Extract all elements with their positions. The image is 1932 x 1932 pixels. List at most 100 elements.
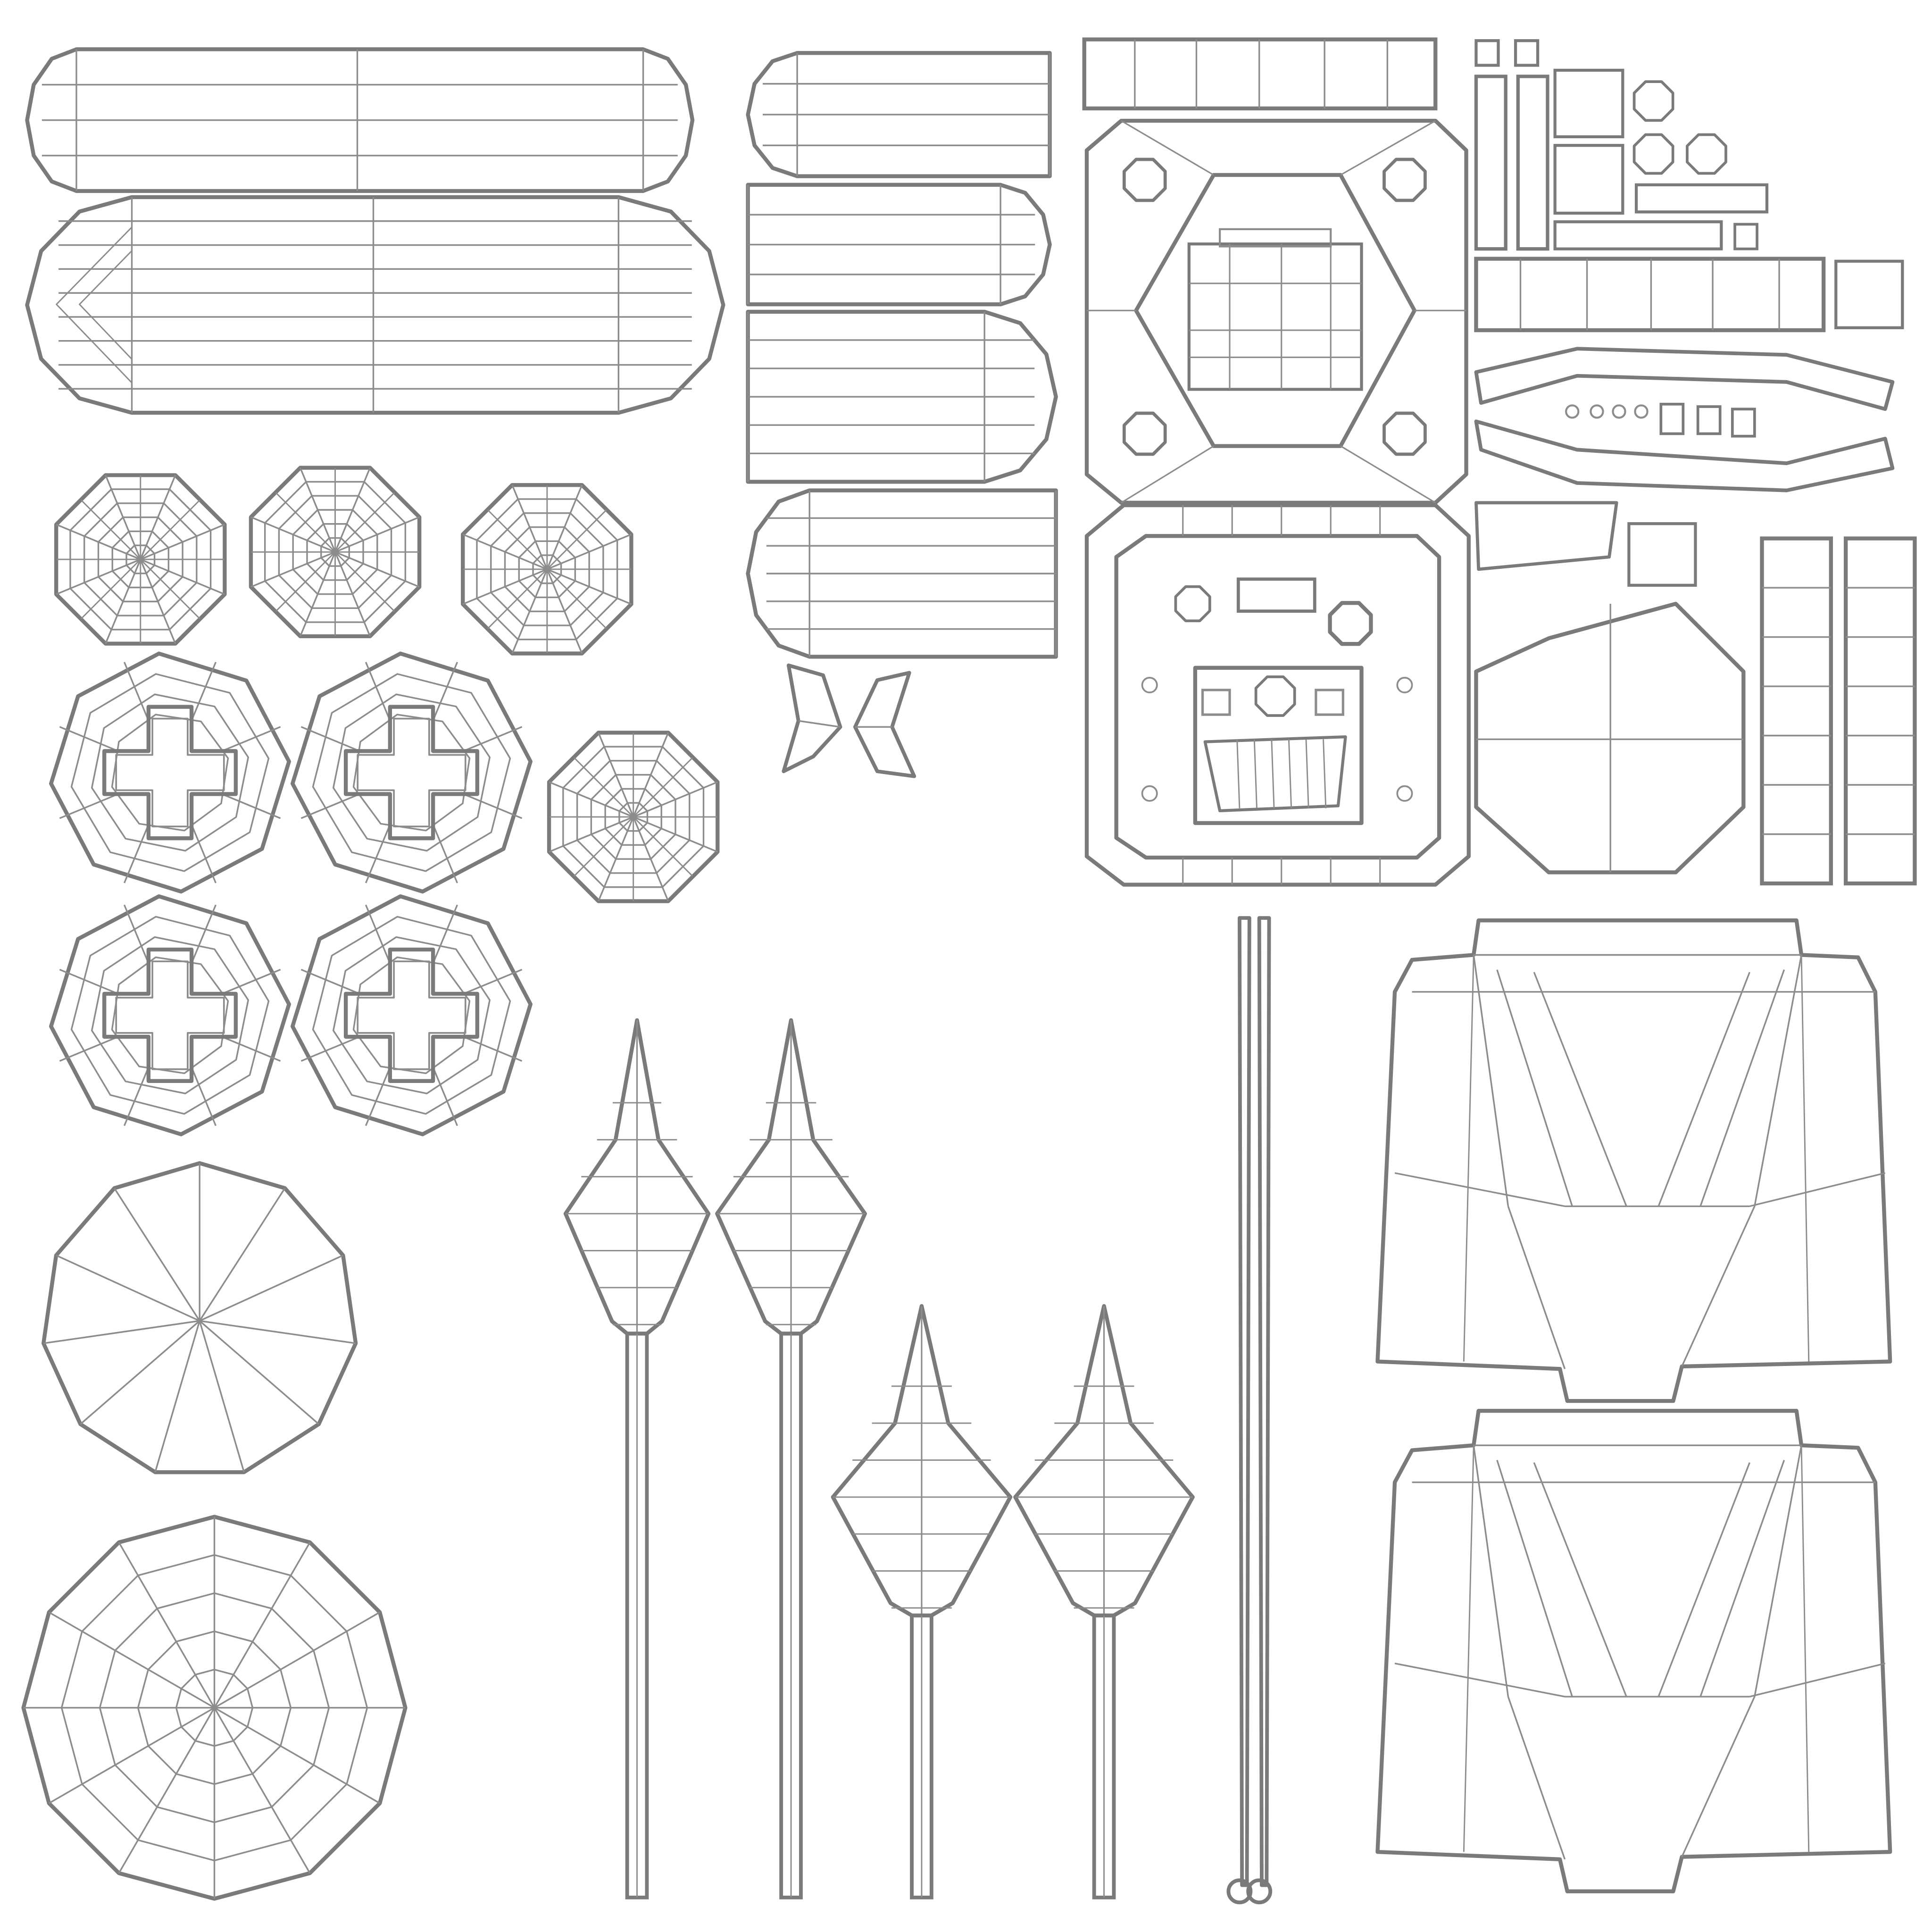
uv-edge [598, 816, 634, 902]
uv-edge [352, 714, 471, 832]
uv-edge [59, 968, 121, 996]
uv-edge [334, 551, 420, 588]
uv-edge [633, 757, 693, 817]
uv-edge [431, 1065, 458, 1126]
uv-edge [431, 904, 458, 966]
uv-edge [59, 792, 121, 819]
uv-edge [1463, 1445, 1474, 1852]
uv-edge [1800, 955, 1810, 1362]
uv-edge [487, 509, 548, 570]
uv-edge [1516, 75, 1549, 251]
uv-edge [431, 822, 458, 883]
uv-edge [250, 551, 336, 588]
uv-edge [1394, 1172, 1565, 1208]
uv-edge [56, 558, 141, 595]
uv-edge [1246, 1878, 1273, 1905]
uv-edge [1187, 242, 1363, 391]
uv-edge [81, 500, 141, 560]
uv-edge [214, 1611, 381, 1709]
uv-edge [1396, 676, 1413, 693]
spear-shell-1 [563, 1018, 711, 1899]
uv-edge [291, 651, 533, 894]
uv-edge [140, 524, 225, 560]
uv-edge [334, 551, 395, 612]
uv-edge [1382, 158, 1427, 202]
uv-edge [105, 475, 142, 560]
uv-edge [1754, 1445, 1802, 1697]
uv-edge [1681, 1206, 1756, 1367]
uv-edge [1474, 501, 1618, 571]
uv-edge [59, 1035, 121, 1062]
uv-edge [343, 947, 480, 1083]
uv-edge [1800, 1445, 1810, 1852]
uv-edge [1632, 133, 1674, 175]
capsule-shell-6 [746, 488, 1058, 659]
rod-shells [1226, 916, 1273, 1905]
uv-edge [546, 569, 583, 654]
spear-shell-4 [1013, 1304, 1195, 1899]
octagon-plus-shell-3 [49, 894, 291, 1136]
uv-edge [219, 726, 281, 753]
uv-edge [1760, 536, 1833, 886]
uv-edge [199, 1188, 286, 1322]
uv-edge [250, 516, 336, 553]
uv-edge [249, 466, 422, 639]
capsule-shell-4 [746, 183, 1052, 307]
decagon-fan-shell-1 [42, 1161, 358, 1474]
uv-edge [219, 968, 281, 996]
uv-edge [190, 1065, 217, 1126]
uv-edge [1121, 120, 1214, 176]
uv-edge [199, 1254, 344, 1322]
uv-edge [1174, 585, 1211, 623]
uv-edge [1288, 739, 1292, 808]
octagon-web-shell-4 [547, 731, 720, 903]
uv-edge [633, 816, 718, 853]
uv-edge [1681, 1696, 1756, 1857]
capsule-shell-1 [25, 47, 695, 193]
uv-edge [1121, 445, 1214, 504]
uv-edge [633, 816, 693, 877]
uv-edge [190, 822, 217, 883]
capsule-shell-3 [746, 51, 1052, 178]
top-strip-shell [1082, 37, 1438, 111]
uv-edge [1271, 739, 1275, 808]
uv-edge [1253, 739, 1257, 808]
uv-edge [140, 558, 225, 595]
uv-edge [214, 1707, 311, 1874]
uv-edge [1565, 404, 1580, 419]
uv-edge [1496, 1459, 1573, 1697]
uv-edge [1507, 1696, 1566, 1860]
uv-edge [123, 1065, 150, 1126]
uv-edge [1084, 503, 1471, 887]
uv-edge [1219, 228, 1332, 248]
octagon-web-shell-1 [54, 473, 227, 646]
uv-edge [1731, 408, 1756, 438]
uv-edge [1315, 689, 1344, 716]
uv-edge [1141, 785, 1158, 802]
uv-edge [1496, 969, 1573, 1207]
uv-edge [1634, 183, 1769, 214]
uv-edge [461, 726, 523, 753]
uv-edge [1122, 158, 1167, 202]
uv-edge [334, 467, 371, 552]
uv-edge [1236, 739, 1241, 808]
uv-edge [59, 726, 121, 753]
uv-edge [365, 822, 392, 883]
uv-edge [1394, 1662, 1565, 1698]
uv-edge [1323, 739, 1327, 808]
tunic-shell-1 [1375, 918, 1892, 1403]
uv-edge [299, 551, 336, 637]
uv-edge [1553, 144, 1624, 215]
uv-edge [1627, 522, 1697, 587]
uv-edge [1632, 80, 1674, 122]
uv-edge [352, 956, 471, 1074]
uv-edge [154, 1320, 200, 1473]
uv-edge [1686, 133, 1727, 175]
uv-edge [1201, 689, 1231, 716]
octagon-web-shell-2 [249, 466, 422, 639]
uv-edge [199, 1320, 319, 1425]
uv-edge [1507, 1206, 1566, 1369]
dodecagon-web-shell [21, 1515, 408, 1901]
uv-edge [633, 816, 669, 902]
uv-edge [798, 720, 841, 728]
